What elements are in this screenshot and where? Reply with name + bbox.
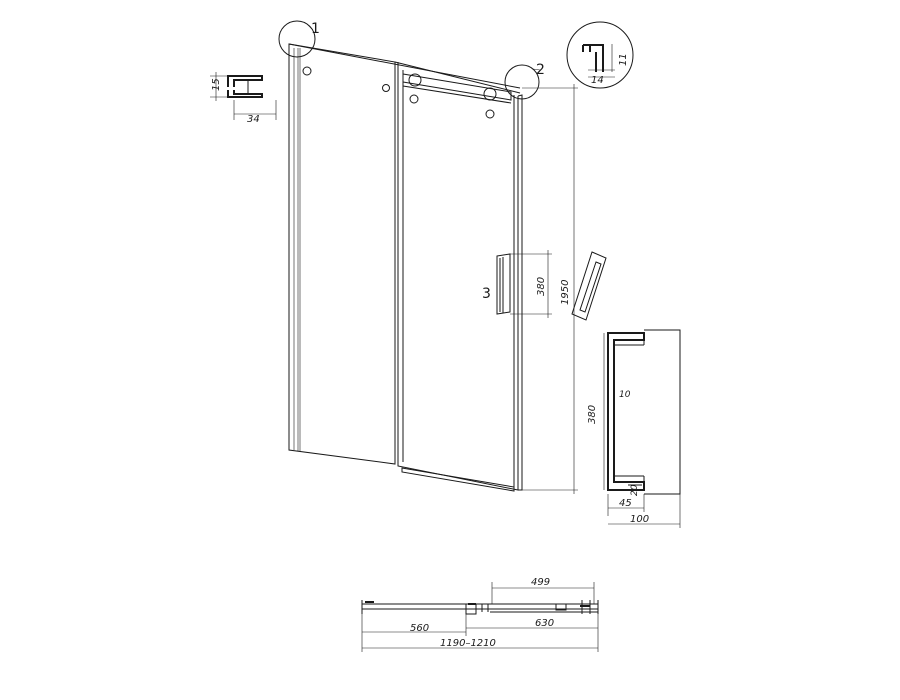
panel-fitting-left bbox=[302, 66, 312, 76]
handle-detail-length: 380 bbox=[587, 405, 598, 424]
door-height-dimension: 1950 bbox=[560, 280, 571, 305]
handle-detail-offset: 45 bbox=[619, 498, 632, 509]
callout-circle-2 bbox=[504, 64, 540, 100]
roller-bottom-right bbox=[485, 109, 495, 119]
roller-bottom-left bbox=[409, 94, 419, 104]
roller-top-right bbox=[483, 87, 497, 101]
handle-detail: 380 10 20 45 100 bbox=[587, 329, 681, 528]
callout-label-1: 1 bbox=[311, 21, 320, 37]
callout-label-3: 3 bbox=[482, 286, 491, 302]
plan-total-dimension: 1190–1210 bbox=[440, 638, 496, 649]
roller-top-left bbox=[408, 73, 422, 87]
profile-left-height-label: 15 bbox=[211, 78, 222, 91]
handle-detail-gap: 10 bbox=[619, 390, 631, 400]
profile-detail-left: 15 34 bbox=[210, 72, 277, 125]
plan-left-dimension: 560 bbox=[410, 623, 429, 634]
door-dimensions: 380 1950 bbox=[510, 84, 578, 494]
handle-detail-bracket: 20 bbox=[630, 484, 640, 496]
panel-fitting-right bbox=[382, 84, 390, 92]
plan-right-dimension: 630 bbox=[535, 618, 554, 629]
handle-perspective bbox=[571, 251, 607, 321]
handle-detail-total-width: 100 bbox=[630, 514, 649, 525]
profile-left-width-label: 34 bbox=[247, 114, 260, 125]
callout-label-2: 2 bbox=[536, 62, 545, 78]
door-elevation: 1 2 3 bbox=[278, 20, 545, 492]
callout-circle-1 bbox=[278, 20, 316, 58]
plan-view: 499 560 630 1190–1210 bbox=[361, 577, 599, 652]
plan-top-dimension: 499 bbox=[531, 577, 550, 588]
profile-detail-right: 14 11 bbox=[566, 21, 634, 89]
handle-length-dimension: 380 bbox=[536, 277, 547, 296]
profile-right-width-label: 14 bbox=[591, 75, 604, 86]
profile-right-height-label: 11 bbox=[618, 53, 629, 66]
